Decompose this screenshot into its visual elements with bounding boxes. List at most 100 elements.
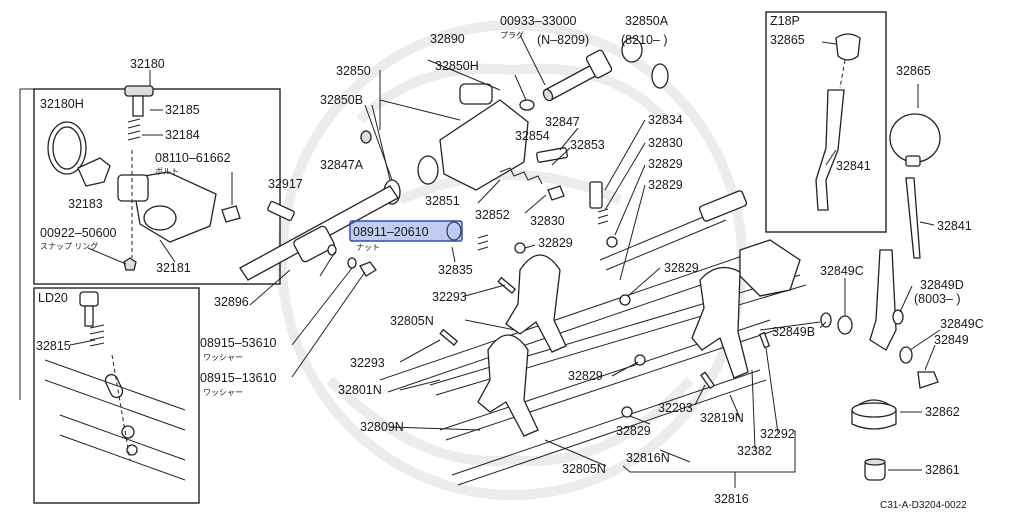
subassembly-box-ld20 (33, 287, 200, 504)
knob-32865a (835, 33, 861, 61)
rail-end (698, 190, 748, 222)
plunger (104, 373, 124, 399)
label-32850H: 32850H (435, 59, 479, 73)
label-32849D: 32849D (920, 278, 964, 292)
label-32830b: 32830 (530, 214, 565, 228)
part-32183 (77, 157, 111, 187)
label-32850: 32850 (336, 64, 371, 78)
label-32815: 32815 (36, 339, 71, 353)
label-washer1: ワッシャー (203, 353, 243, 362)
label-32890: 32890 (430, 32, 465, 46)
fork-32809N (477, 334, 539, 437)
label-32849C2: 32849C (940, 317, 984, 331)
label-32185: 32185 (165, 103, 200, 117)
label-32847A: 32847A (320, 158, 364, 172)
label-32852: 32852 (475, 208, 510, 222)
bolt-32849 (917, 371, 939, 389)
bushing-32849C2 (899, 346, 913, 364)
label-32829e: 32829 (568, 369, 603, 383)
spring-32830 (597, 208, 609, 225)
lever-32841a (815, 89, 845, 211)
spring-32815 (89, 324, 105, 347)
label-32841b: 32841 (937, 219, 972, 233)
pin-32293b (439, 328, 459, 346)
label-32293b: 32293 (350, 356, 385, 370)
plug-32853 (547, 185, 565, 201)
housing-32850 (439, 99, 529, 191)
label-32805Nb: 32805N (562, 462, 606, 476)
lever-32849 (869, 249, 897, 351)
label-n8209: (N–8209) (537, 33, 589, 47)
label-boruto: ボルト (155, 167, 179, 176)
label-32865a: 32865 (770, 33, 805, 47)
shaft-lever (293, 225, 335, 263)
bushing-32849C1 (837, 315, 853, 335)
bolt-08110 (221, 205, 241, 223)
pin-32917 (267, 200, 295, 222)
subassembly-box-z18p (765, 11, 887, 233)
pin-32293a (497, 276, 517, 294)
washer-08915a (347, 257, 357, 269)
label-32293a: 32293 (432, 290, 467, 304)
label-00922: 00922–50600 (40, 226, 117, 240)
ball-32829a (606, 236, 618, 248)
label-32180H: 32180H (40, 97, 84, 111)
pin-32292 (758, 331, 771, 349)
clip-32849D (892, 309, 904, 325)
label-32829d: 32829 (664, 261, 699, 275)
label-32183: 32183 (68, 197, 103, 211)
label-washer2: ワッシャー (203, 388, 243, 397)
knob-32865b (889, 113, 941, 163)
label-08110: 08110–61662 (155, 151, 231, 165)
fork-32805N-upper (505, 254, 567, 353)
label-8003: (8003– ) (914, 292, 961, 306)
label-32819N: 32819N (700, 411, 744, 425)
label-32816N: 32816N (626, 451, 670, 465)
subassembly-box-32180 (33, 88, 281, 285)
label-32829f: 32829 (616, 424, 651, 438)
spring-32851 (499, 167, 543, 185)
label-32854: 32854 (515, 129, 550, 143)
label-32829a: 32829 (648, 157, 683, 171)
label-32853: 32853 (570, 138, 605, 152)
label-32849: 32849 (934, 333, 969, 347)
label-32841a: 32841 (836, 159, 871, 173)
label-32809N: 32809N (360, 420, 404, 434)
ball-32829d (619, 294, 631, 306)
label-snap-ring: スナップ リング (40, 241, 98, 251)
label-00933: 00933–33000 (500, 14, 577, 28)
spring-32830b (477, 234, 489, 251)
highlight-box-08911[interactable] (349, 220, 463, 242)
label-32184: 32184 (165, 128, 200, 142)
label-32293c: 32293 (658, 401, 693, 415)
label-32834: 32834 (648, 113, 683, 127)
washer-32850H (519, 99, 535, 111)
label-natto: ナット (356, 243, 380, 252)
label-32917: 32917 (268, 177, 303, 191)
ball-32829e (634, 354, 646, 366)
ball-32829c (514, 242, 526, 254)
label-32865b: 32865 (896, 64, 931, 78)
ball-32829f (621, 406, 633, 418)
label-32849B: 32849B (772, 325, 815, 339)
label-32805Na: 32805N (390, 314, 434, 328)
diagram-reference-code: C31-A-D3204-0022 (880, 500, 967, 511)
label-32382: 32382 (737, 444, 772, 458)
label-puragu: プラグ (500, 30, 524, 40)
label-32801N: 32801N (338, 383, 382, 397)
label-32829b: 32829 (648, 178, 683, 192)
label-08915a: 08915–53610 (200, 336, 277, 350)
label-32181: 32181 (156, 261, 191, 275)
rod-32841b (905, 177, 921, 259)
label-32847: 32847 (545, 115, 580, 129)
part-32185 (124, 85, 154, 97)
nut-08915b (359, 261, 377, 277)
ld20-cap (79, 291, 99, 307)
label-08911[interactable]: 08911–20610 (353, 225, 429, 239)
housing-bore (417, 155, 439, 185)
label-32861: 32861 (925, 463, 960, 477)
label-32849C1: 32849C (820, 264, 864, 278)
label-z18p: Z18P (770, 14, 800, 28)
